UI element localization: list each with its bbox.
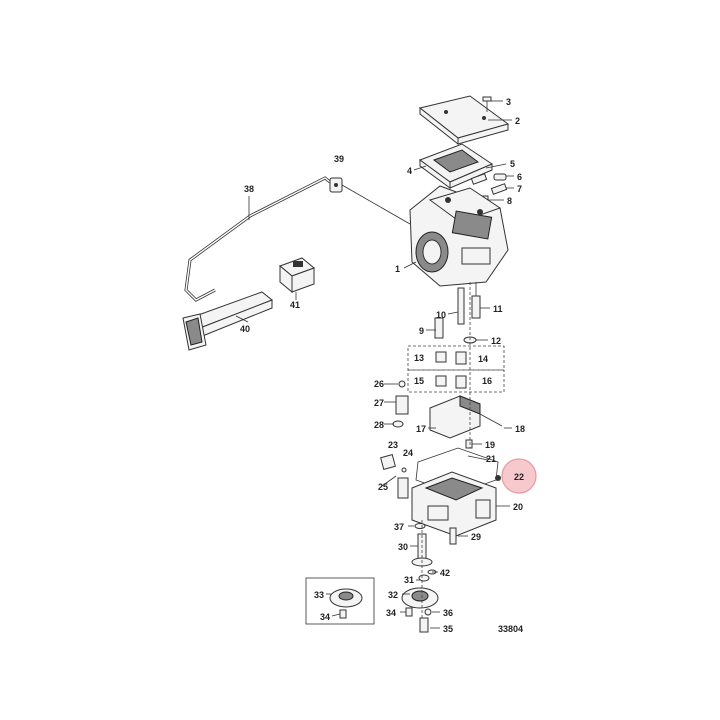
callout-7[interactable]: 7 <box>517 184 522 194</box>
callout-5[interactable]: 5 <box>510 159 515 169</box>
callout-13[interactable]: 13 <box>414 353 424 363</box>
callout-27[interactable]: 27 <box>374 398 384 408</box>
callout-31[interactable]: 31 <box>404 575 414 585</box>
callout-19[interactable]: 19 <box>485 440 495 450</box>
left-small-parts <box>392 380 409 428</box>
callout-11[interactable]: 11 <box>493 304 503 314</box>
callout-32[interactable]: 32 <box>388 590 398 600</box>
callout-8[interactable]: 8 <box>507 196 512 206</box>
callout-40[interactable]: 40 <box>240 324 250 334</box>
callout-35[interactable]: 35 <box>443 624 453 634</box>
callout-25[interactable]: 25 <box>378 482 388 492</box>
callout-21[interactable]: 21 <box>486 454 496 464</box>
callout-15[interactable]: 15 <box>414 376 424 386</box>
callout-23[interactable]: 23 <box>388 440 398 450</box>
choke-arm <box>182 291 273 351</box>
callout-26[interactable]: 26 <box>374 379 384 389</box>
diagram-reference-number: 33804 <box>498 624 523 634</box>
callout-34[interactable]: 34 <box>320 612 330 622</box>
bowl-left-parts <box>380 454 409 499</box>
callout-16[interactable]: 16 <box>482 376 492 386</box>
drain-screw <box>449 527 457 545</box>
callout-17[interactable]: 17 <box>416 424 426 434</box>
callout-18[interactable]: 18 <box>515 424 525 434</box>
link-rod <box>184 176 331 302</box>
callout-34b[interactable]: 34 <box>386 608 396 618</box>
callout-labels: 1 2 3 4 5 6 7 8 9 10 11 12 13 14 15 16 1… <box>240 97 525 634</box>
pump-cover <box>401 587 439 609</box>
callout-1[interactable]: 1 <box>395 264 400 274</box>
jets <box>434 282 481 339</box>
callout-37[interactable]: 37 <box>394 522 404 532</box>
callout-42[interactable]: 42 <box>440 568 450 578</box>
callout-20[interactable]: 20 <box>513 502 523 512</box>
callout-28[interactable]: 28 <box>374 420 384 430</box>
carburetor-body <box>409 185 509 287</box>
callout-22[interactable]: 22 <box>514 472 524 482</box>
float-bowl <box>411 471 497 537</box>
callout-38[interactable]: 38 <box>244 184 254 194</box>
callout-6[interactable]: 6 <box>517 172 522 182</box>
bowl-plug <box>495 475 501 481</box>
part-drawings <box>182 95 510 633</box>
callout-10[interactable]: 10 <box>436 310 446 320</box>
top-cover <box>418 95 510 146</box>
callout-29[interactable]: 29 <box>471 532 481 542</box>
leader-lines <box>235 100 514 629</box>
valve-plate <box>418 143 494 189</box>
jet-kit-boxes <box>407 345 505 393</box>
highlight-circle <box>501 458 537 494</box>
cover-screw <box>482 96 492 112</box>
float-screw <box>465 439 473 449</box>
float <box>429 395 503 439</box>
pump-bottom-parts <box>405 607 432 633</box>
callout-4[interactable]: 4 <box>407 166 412 176</box>
callout-3[interactable]: 3 <box>506 97 511 107</box>
callout-12[interactable]: 12 <box>491 336 501 346</box>
callout-30[interactable]: 30 <box>398 542 408 552</box>
callout-41[interactable]: 41 <box>290 300 300 310</box>
rod-clip <box>329 177 343 193</box>
callout-14[interactable]: 14 <box>478 354 488 364</box>
callout-33[interactable]: 33 <box>314 590 324 600</box>
washer <box>414 523 426 529</box>
callout-24[interactable]: 24 <box>403 448 413 458</box>
callout-9[interactable]: 9 <box>419 326 424 336</box>
callout-2[interactable]: 2 <box>515 116 520 126</box>
callout-39[interactable]: 39 <box>334 154 344 164</box>
inset-box <box>305 577 375 625</box>
callout-36[interactable]: 36 <box>443 608 453 618</box>
choke-knob <box>279 257 315 294</box>
